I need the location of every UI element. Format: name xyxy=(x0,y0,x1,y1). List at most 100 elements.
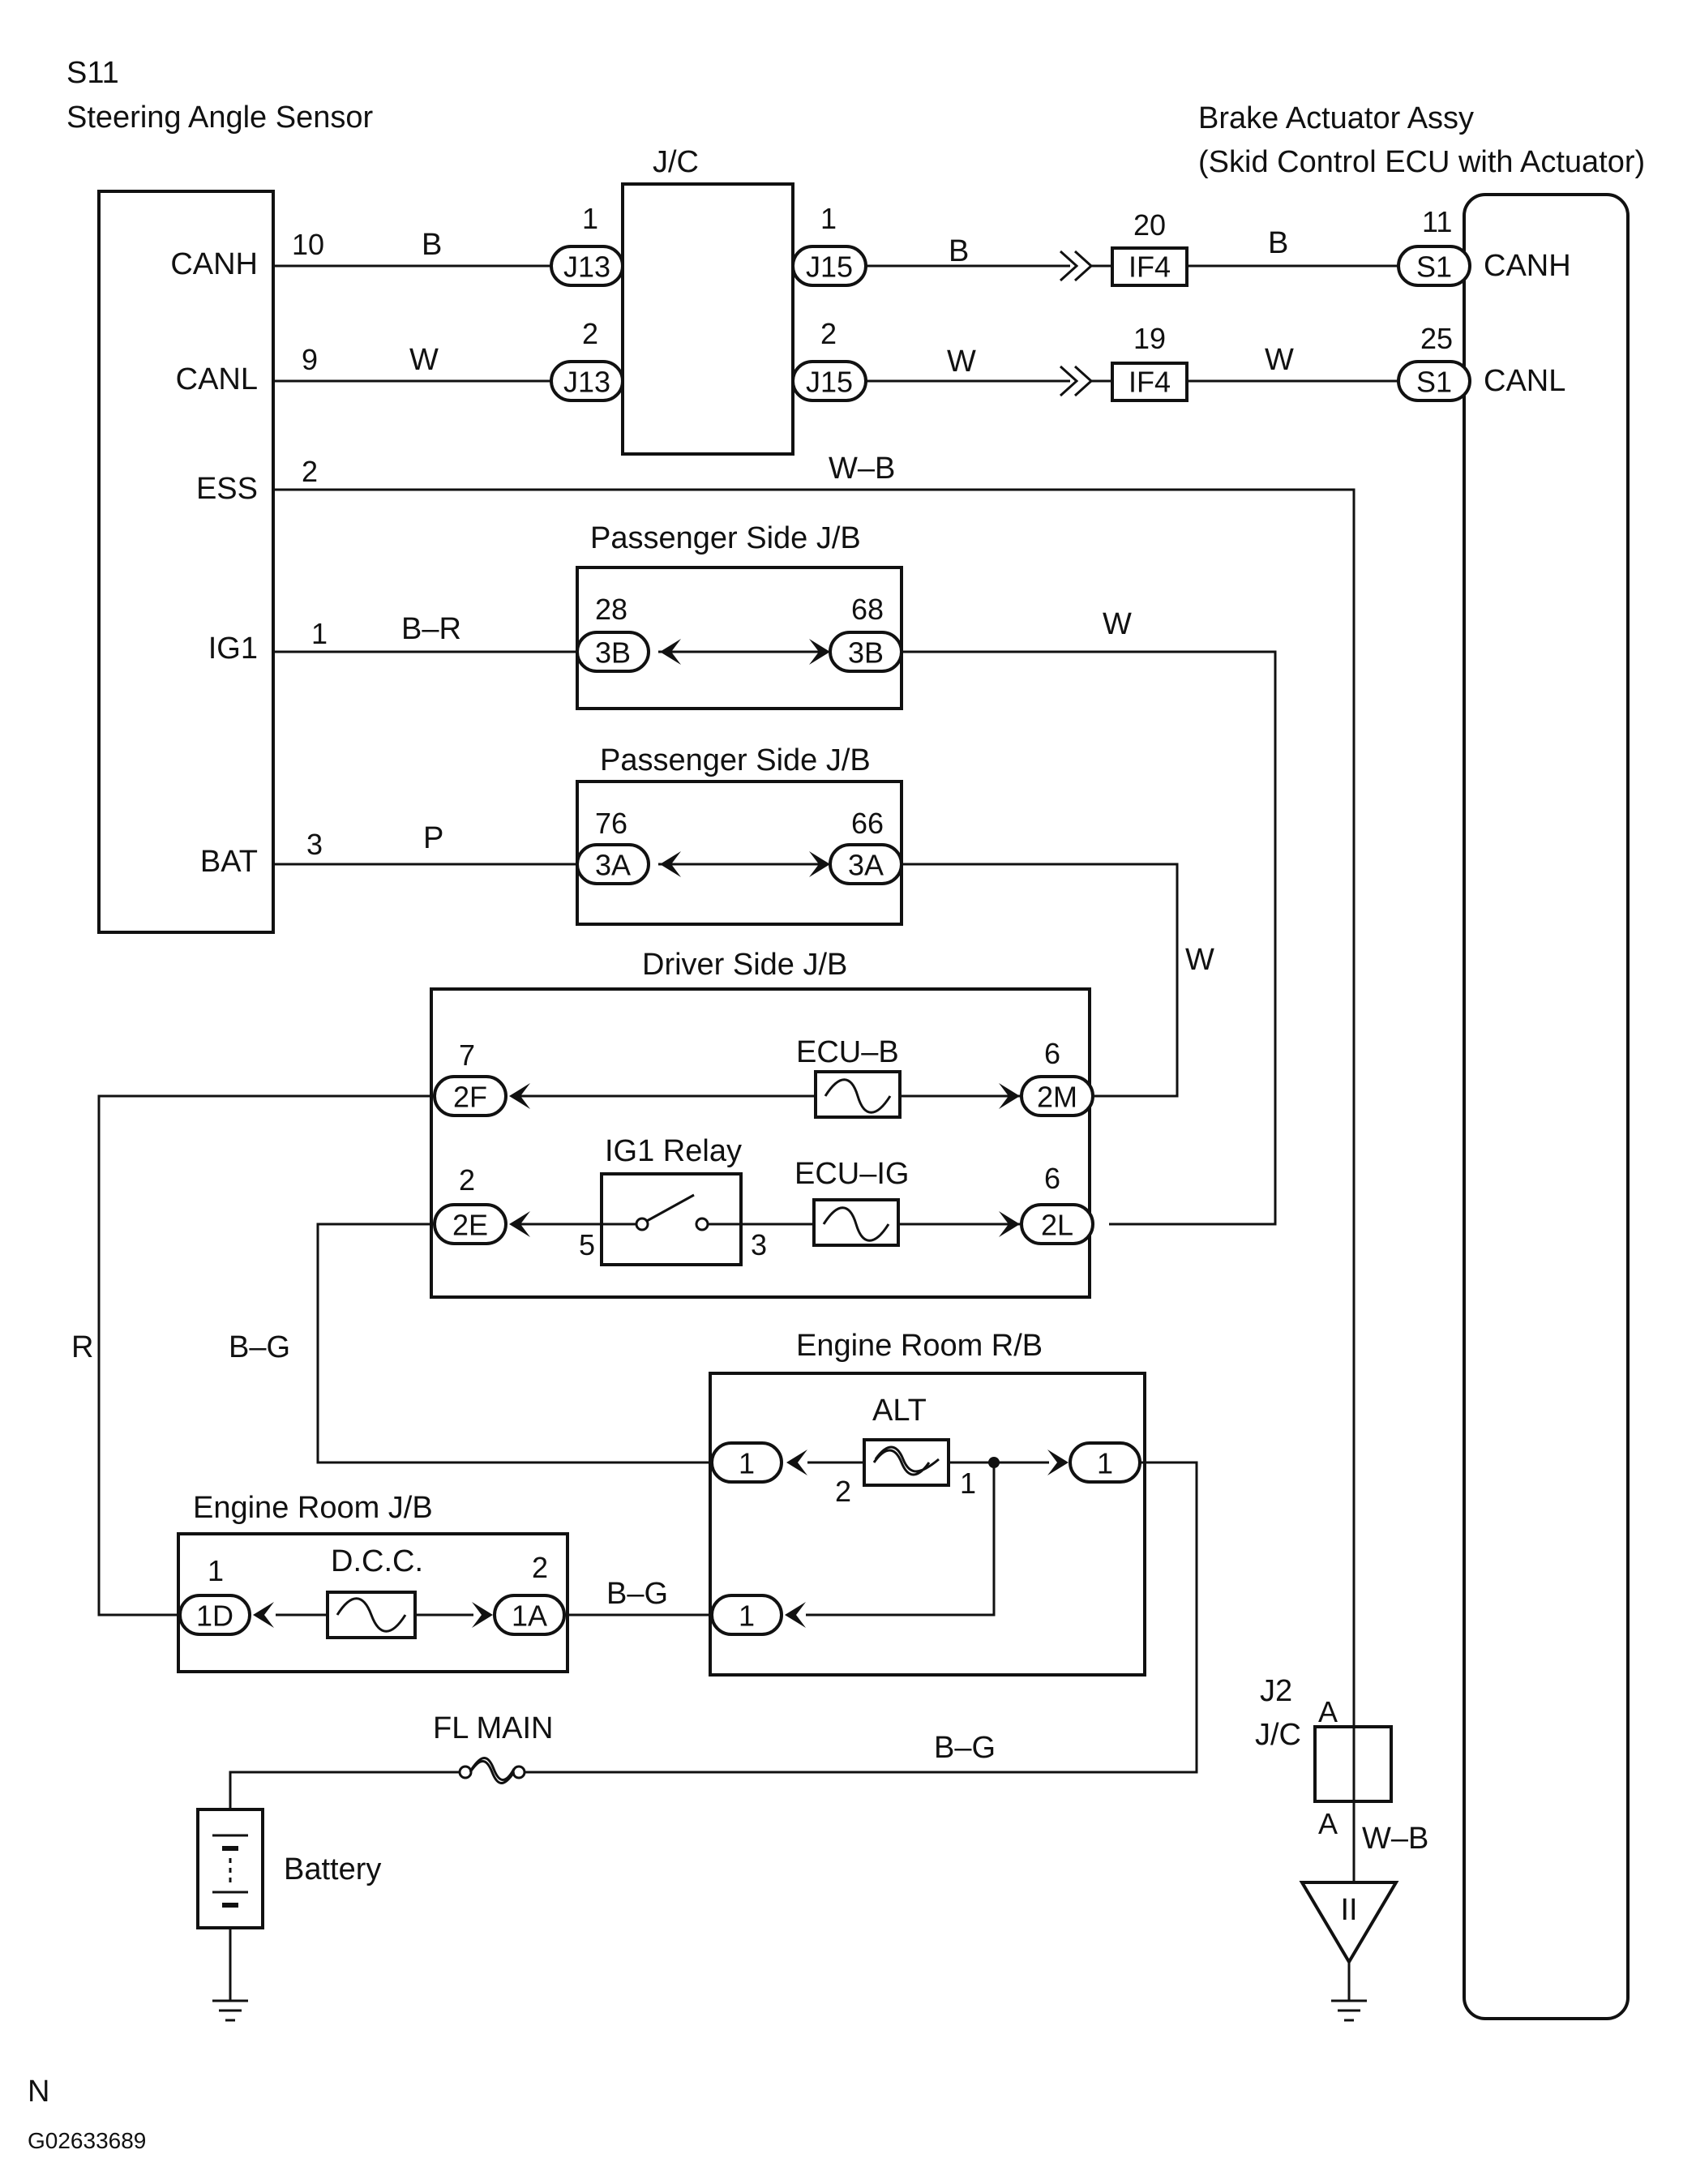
connector-1d-label: 1D xyxy=(196,1599,233,1633)
connector-s1-canl xyxy=(1397,360,1471,402)
wire-label-canl-a: W xyxy=(409,343,439,377)
pin-j15-canh: 1 xyxy=(820,202,837,235)
connector-3a-in xyxy=(576,843,650,885)
sensor-pin-canh: CANH xyxy=(170,247,258,281)
pin-erjb-right: 2 xyxy=(532,1551,548,1584)
actuator-pin-canl: CANL xyxy=(1484,364,1565,398)
passenger-jb-2-box xyxy=(576,780,903,926)
connector-3b-in xyxy=(576,631,650,673)
connector-3b-out-label: 3B xyxy=(848,636,884,670)
wire-battery-pos xyxy=(229,1771,460,1809)
pin-2m: 6 xyxy=(1044,1037,1060,1070)
connector-rb-right-label: 1 xyxy=(1097,1447,1113,1480)
connector-3a-in-label: 3A xyxy=(595,849,631,882)
connector-j13-canl-label: J13 xyxy=(563,366,610,399)
pin-j13-canh: 1 xyxy=(582,202,598,235)
wire-label-ig1-out: W xyxy=(1103,607,1132,641)
pin-alt-right: 1 xyxy=(960,1467,976,1500)
wire-label-r: R xyxy=(71,1330,93,1364)
ground-actuator-icon xyxy=(1331,1999,1367,2022)
arrow-1d-icon xyxy=(253,1602,274,1628)
wire-r xyxy=(97,1094,435,1617)
connector-j13-canh-label: J13 xyxy=(563,251,610,284)
fuse-ecu-b xyxy=(814,1070,902,1119)
fl-main-right-icon xyxy=(512,1765,526,1779)
wire-label-wb-ground: W–B xyxy=(1362,1822,1428,1856)
wire-rb-internal xyxy=(806,1462,996,1617)
fuse-alt-label: ALT xyxy=(872,1394,927,1428)
fuse-ecu-b-label: ECU–B xyxy=(796,1035,899,1069)
pin-s11-bat: 3 xyxy=(306,828,323,861)
driver-jb-box xyxy=(430,987,1091,1299)
fuse-alt-icon xyxy=(872,1445,940,1476)
engine-jb-label: Engine Room J/B xyxy=(193,1491,433,1525)
steering-angle-sensor-box xyxy=(97,190,275,934)
wire-ig1-out xyxy=(902,650,1277,1226)
arrow-rb-left-icon xyxy=(786,1450,807,1475)
pin-2l: 6 xyxy=(1044,1162,1060,1195)
passenger-jb-1-label: Passenger Side J/B xyxy=(590,521,861,555)
pin-s11-ig1: 1 xyxy=(311,617,328,650)
connector-if4-canl-label: IF4 xyxy=(1129,366,1171,399)
relay-contact-right-icon xyxy=(695,1217,709,1231)
junction-connector-box xyxy=(621,182,794,456)
wire-label-bg-main: B–G xyxy=(934,1731,996,1765)
pin-2f: 7 xyxy=(459,1038,475,1072)
wire-label-canl-b: W xyxy=(947,345,976,379)
j2-id-label: J2 xyxy=(1260,1674,1292,1708)
ground-point-label: II xyxy=(1340,1893,1357,1927)
engine-rb-label: Engine Room R/B xyxy=(796,1329,1043,1363)
orientation-marker: N xyxy=(28,2075,49,2109)
connector-s1-canl-label: S1 xyxy=(1416,366,1452,399)
pin-alt-left: 2 xyxy=(835,1475,851,1508)
sensor-pin-ig1: IG1 xyxy=(208,632,258,666)
j2-box xyxy=(1313,1725,1393,1803)
connector-j15-canl-label: J15 xyxy=(806,366,853,399)
connector-s1-canh xyxy=(1397,245,1471,287)
connector-2l xyxy=(1020,1203,1094,1245)
sensor-name: Steering Angle Sensor xyxy=(66,101,373,135)
pin-erjb-left: 1 xyxy=(208,1554,224,1587)
relay-contact-left-icon xyxy=(635,1217,649,1231)
sensor-id: S11 xyxy=(66,56,119,90)
connector-if4-canh xyxy=(1111,246,1188,287)
fuse-dcc-icon xyxy=(336,1597,407,1633)
wire-label-bat-out: W xyxy=(1185,943,1214,977)
connector-j15-canh-label: J15 xyxy=(806,251,853,284)
fuse-ecu-ig-label: ECU–IG xyxy=(794,1157,909,1191)
pin-j13-canl: 2 xyxy=(582,317,598,350)
connector-2m-label: 2M xyxy=(1037,1081,1077,1114)
pin-s11-ess: 2 xyxy=(302,455,318,488)
pin-j2-bottom: A xyxy=(1318,1807,1338,1840)
wire-label-ess: W–B xyxy=(829,452,895,486)
wire-label-canh-c: B xyxy=(1268,226,1288,260)
connector-2m xyxy=(1020,1075,1094,1117)
connector-3b-in-label: 3B xyxy=(595,636,631,670)
pin-j2-top: A xyxy=(1318,1695,1338,1728)
junction-connector-label: J/C xyxy=(653,145,699,179)
pin-s11-canl: 9 xyxy=(302,343,318,376)
connector-3a-out-label: 3A xyxy=(848,849,884,882)
connector-2f-label: 2F xyxy=(453,1081,487,1114)
arrow-1a-icon xyxy=(472,1602,493,1628)
wire-label-canh-b: B xyxy=(949,234,969,268)
wire-bg-main xyxy=(524,1461,1198,1774)
actuator-title-1: Brake Actuator Assy xyxy=(1198,101,1474,135)
pin-2e: 2 xyxy=(459,1163,475,1197)
arrow-rb-right-icon xyxy=(1047,1450,1069,1475)
sensor-pin-bat: BAT xyxy=(200,845,258,879)
pin-s1-canl: 25 xyxy=(1420,322,1453,355)
actuator-title-2: (Skid Control ECU with Actuator) xyxy=(1198,145,1645,179)
arrow-rb-bottom-icon xyxy=(785,1602,806,1628)
actuator-pin-canh: CANH xyxy=(1484,249,1571,283)
connector-rb-bottom-label: 1 xyxy=(739,1599,755,1633)
wire-label-ig1: B–R xyxy=(401,612,461,646)
relay-switch-icon xyxy=(646,1193,695,1223)
ground-point-icon xyxy=(1299,1881,1399,1965)
connector-s1-canh-label: S1 xyxy=(1416,251,1452,284)
connector-rb-left-label: 1 xyxy=(739,1447,755,1480)
figure-code: G02633689 xyxy=(28,2128,146,2153)
fuse-ecu-ig xyxy=(812,1198,900,1247)
connector-1d xyxy=(178,1594,251,1636)
